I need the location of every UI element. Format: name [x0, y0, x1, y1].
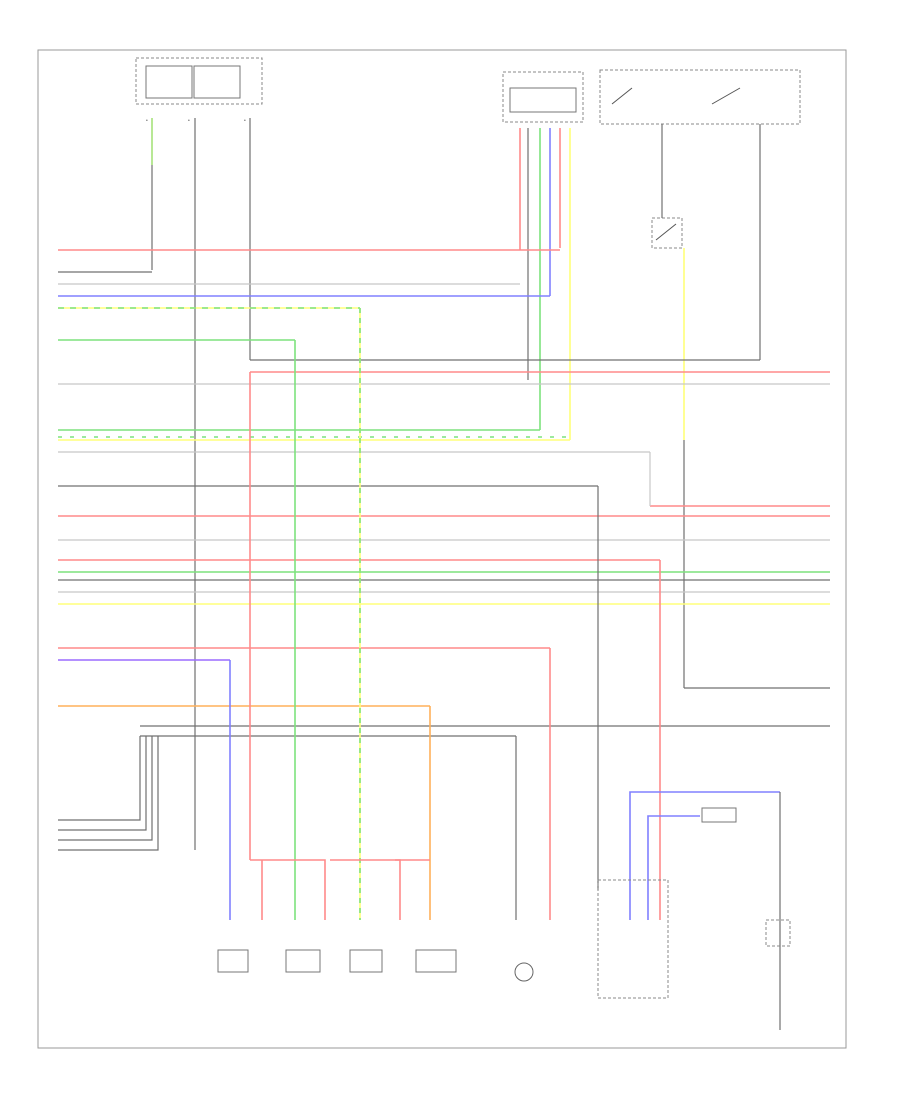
resistor-box — [651, 217, 683, 249]
engine-control-module — [502, 71, 584, 123]
left-bundle — [58, 736, 159, 851]
sensor-3-body — [349, 949, 383, 973]
sensor-1-body — [217, 949, 249, 973]
speaker-icon — [514, 962, 534, 982]
ignition-switch-block: • • • — [135, 57, 263, 124]
bus-lines — [58, 249, 830, 737]
clutch-switch-block — [599, 69, 801, 125]
drop-wires — [229, 308, 661, 920]
bottom-components — [217, 879, 669, 999]
actuator-body — [597, 879, 669, 999]
diagram-frame — [37, 49, 847, 1049]
svg-text:•: • — [188, 118, 190, 124]
sensor-4-body — [415, 949, 457, 973]
svg-text:•: • — [146, 118, 148, 124]
relay-area — [629, 791, 791, 1030]
sensor-2-body — [285, 949, 321, 973]
top-wires — [151, 118, 761, 850]
svg-text:•: • — [244, 118, 246, 124]
